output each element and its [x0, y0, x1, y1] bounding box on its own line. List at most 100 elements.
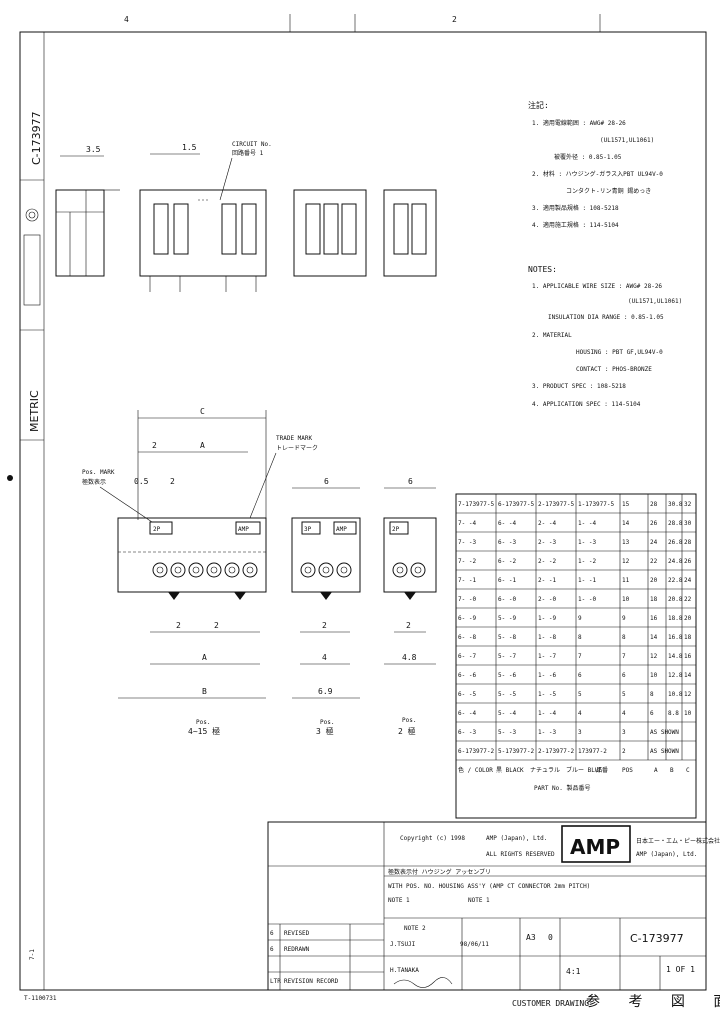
table-cell: 7- -3: [458, 539, 476, 546]
table-cell: 2- -3: [538, 539, 556, 546]
table-cell: 5- -7: [498, 653, 516, 660]
table-cell: 6: [622, 672, 626, 679]
caption-3pos: 3 極: [316, 726, 334, 736]
table-cell: 20.8: [668, 596, 683, 603]
notes-jp-line-6: 3. 適用製品規格 : 108-5218: [532, 204, 619, 212]
copyright-line-1: Copyright (c) 1998: [400, 835, 465, 842]
table-cell: 6- -7: [458, 653, 476, 660]
table-cell: 7- -0: [458, 596, 476, 603]
sheet-number: 1 OF 1: [666, 965, 695, 974]
table-footer-cell: POS: [622, 767, 633, 774]
front-3pos-label: 3P: [304, 526, 312, 533]
table-cell: 3: [622, 729, 626, 736]
company-name-jp: 日本エー・エム・ピー株式会社: [636, 837, 720, 845]
notes-en-line-3: INSULATION DIA RANGE : 0.85-1.05: [548, 314, 664, 321]
circuit-label-en: CIRCUIT No.: [232, 141, 272, 148]
table-cell: 6- -1: [498, 577, 516, 584]
notes-en-line-7: 3. PRODUCT SPEC : 108-5218: [532, 383, 626, 390]
dim-4-3pos: 4: [322, 653, 327, 662]
table-cell: 28: [650, 501, 658, 508]
table-footer-cell: 色 / COLOR: [458, 766, 493, 774]
table-cell: 8: [650, 691, 654, 698]
table-footer-cell: 品番: [596, 767, 608, 774]
table-cell: 9: [578, 615, 582, 622]
notes-en-line-2: (UL1571,UL1061): [628, 298, 682, 305]
projection-frame: [23, 234, 41, 306]
circuit-label-jp: 回路番号 1: [232, 149, 264, 157]
note-1-ref: NOTE 1: [388, 897, 410, 904]
rev-row-2-desc: REDRAWN: [284, 946, 310, 953]
table-cell: 18: [650, 596, 658, 603]
table-cell: 30: [684, 520, 692, 527]
table-footer-cell: ブルー BLUE: [566, 766, 602, 774]
table-cell: 1- -3: [538, 729, 556, 736]
table-cell: 20: [684, 615, 692, 622]
table-cell: 6-173977-2: [458, 748, 495, 755]
drawing-number: C-173977: [630, 932, 684, 945]
table-cell: 6- -3: [458, 729, 476, 736]
rev-row-1-ltr: 6: [270, 930, 274, 937]
pos-mark-label-en: Pos. MARK: [82, 469, 115, 476]
table-cell: 22.8: [668, 577, 683, 584]
zone-label-right: 2: [452, 15, 457, 24]
notes-en-heading: NOTES:: [528, 265, 557, 274]
signature-mark: [393, 977, 453, 988]
table-cell: 14: [650, 634, 658, 641]
amp-logo: AMP: [570, 835, 620, 859]
projection-symbol-icon: [25, 208, 39, 222]
checked-by: H.TANAKA: [390, 967, 419, 974]
table-cell: 13: [622, 539, 630, 546]
table-cell: 5- -4: [498, 710, 516, 717]
dim-a-bottom: A: [202, 653, 207, 662]
notes-jp-line-4: 2. 材料 : ハウジング-ガラス入PBT UL94V-0: [532, 170, 663, 178]
table-cell: 2- -2: [538, 558, 556, 565]
table-cell: 30.8: [668, 501, 683, 508]
table-cell: 22: [650, 558, 658, 565]
table-cell: 6- -2: [498, 558, 516, 565]
notes-en-line-6: CONTACT : PHOS-BRONZE: [576, 366, 652, 373]
table-cell: 5: [622, 691, 626, 698]
table-cell: 8: [578, 634, 582, 641]
table-cell: 10: [622, 596, 630, 603]
table-cell: 11: [622, 577, 630, 584]
table-cell: 1- -4: [538, 710, 556, 717]
table-cell: 7- -1: [458, 577, 476, 584]
trade-mark-label-en: TRADE MARK: [276, 435, 313, 442]
table-cell: 6- -9: [458, 615, 476, 622]
rev-header-record: REVISION RECORD: [284, 978, 339, 985]
table-cell: 14: [622, 520, 630, 527]
table-cell: 7-173977-5: [458, 501, 495, 508]
table-cell: 5- -9: [498, 615, 516, 622]
table-cell: 14.8: [668, 653, 683, 660]
top-view-2pos: [383, 189, 437, 277]
notes-jp-line-3: 被覆外径 : 0.85-1.05: [554, 153, 622, 161]
top-view-main: [139, 189, 267, 277]
table-cell: 8: [622, 634, 626, 641]
table-footer-cell: ナチュラル: [530, 767, 560, 774]
caption-main-en: Pos.: [196, 719, 210, 726]
table-cell: 9: [622, 615, 626, 622]
drawn-by: J.TSUJI: [390, 941, 416, 948]
table-cell: 5- -6: [498, 672, 516, 679]
table-cell: 1- -7: [538, 653, 556, 660]
notes-en-line-4: 2. MATERIAL: [532, 332, 572, 339]
drawn-date: 98/06/11: [460, 941, 489, 948]
table-footer-cell: A: [654, 767, 658, 774]
table-cell: 1- -5: [538, 691, 556, 698]
table-cell: 6-173977-5: [498, 501, 535, 508]
drawing-scale: 4:1: [566, 967, 581, 976]
table-cell: 1- -0: [578, 596, 596, 603]
top-view-group: 3.5 1.5 CIRCUIT No. 回路番号 1: [55, 141, 437, 292]
table-cell: 6- -8: [458, 634, 476, 641]
dim-2-bottom-b: 2: [214, 621, 219, 630]
table-cell: 2- -4: [538, 520, 556, 527]
table-footer-cell: 黒 BLACK: [496, 767, 524, 774]
table-cell: 12.8: [668, 672, 683, 679]
notes-jp-heading: 注記:: [528, 100, 549, 110]
title-block: Copyright (c) 1998 AMP (Japan), Ltd. ALL…: [267, 821, 720, 1010]
table-cell: 18: [684, 634, 692, 641]
trade-mark-label-jp: トレードマーク: [276, 445, 318, 452]
table-cell: 7- -2: [458, 558, 476, 565]
notes-jp-line-5: コンタクト-リン青銅 錫めっき: [566, 187, 651, 195]
